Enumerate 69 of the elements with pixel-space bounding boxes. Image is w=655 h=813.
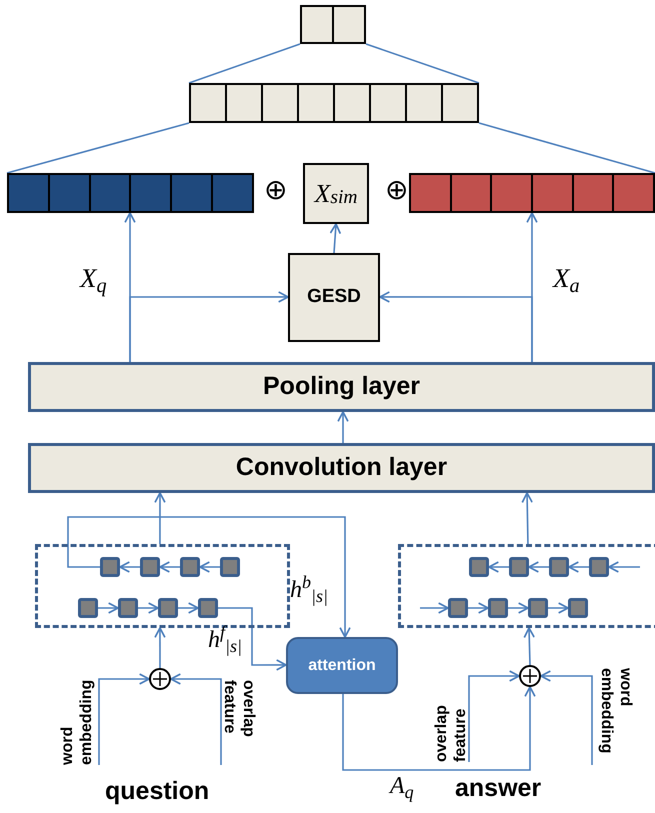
lstm-cell (488, 598, 508, 618)
answer-vector (409, 173, 655, 213)
plus-symbol: ⊕ (385, 176, 408, 204)
arrow (170, 673, 222, 765)
arrow (468, 670, 520, 762)
arrow (337, 411, 349, 443)
lstm-cell (220, 557, 240, 577)
arrow (342, 686, 536, 771)
input-label: word embedding (592, 668, 635, 765)
lstm-cell (118, 598, 138, 618)
math-label: X$_{a}$ (553, 262, 580, 298)
convolution-layer: Convolution layer (28, 443, 655, 493)
arrow (154, 627, 166, 668)
connector-line (478, 122, 655, 174)
arrow (330, 223, 342, 254)
question-vector (7, 173, 254, 213)
connector-line (6, 122, 190, 174)
lstm-cell (448, 598, 468, 618)
arrow (379, 291, 533, 362)
arrow (548, 602, 569, 614)
arrow (129, 291, 289, 362)
lstm-cell (140, 557, 160, 577)
lstm-cell (528, 598, 548, 618)
arrow (199, 561, 220, 573)
connector-line (188, 43, 300, 84)
arrow (468, 602, 489, 614)
arrow (98, 673, 150, 765)
plus-symbol: ⊕ (264, 176, 287, 204)
math-label: X$_{q}$ (80, 262, 107, 298)
lstm-cell (180, 557, 200, 577)
lstm-cell (549, 557, 569, 577)
lstm-cell (158, 598, 178, 618)
lstm-cell (568, 598, 588, 618)
arrow (528, 561, 549, 573)
lstm-cell (509, 557, 529, 577)
lstm-cell (198, 598, 218, 618)
arrow (154, 492, 166, 544)
arrow (523, 627, 536, 666)
arrow (420, 602, 449, 614)
similarity-box: X$_{sim}$ (303, 163, 369, 224)
hidden-vector (189, 83, 479, 123)
input-title: question (105, 776, 210, 807)
input-label: word embedding (58, 668, 99, 765)
arrow (119, 561, 140, 573)
input-title: answer (455, 773, 542, 804)
arrow (138, 602, 159, 614)
arrow (67, 516, 351, 638)
arrow (568, 561, 589, 573)
connector-line (366, 43, 480, 84)
pooling-layer: Pooling layer (28, 362, 655, 412)
arrow (488, 561, 509, 573)
input-label: overlap feature (428, 668, 469, 762)
lstm-cell (100, 557, 120, 577)
gesd-box: GESD (288, 253, 380, 342)
lstm-cell (469, 557, 489, 577)
bilstm-group (398, 544, 655, 628)
lstm-cell (589, 557, 609, 577)
arrow (159, 561, 180, 573)
arrow (540, 670, 593, 765)
arrow (608, 561, 640, 573)
arrow (521, 492, 534, 544)
arrow (178, 602, 199, 614)
arrow (98, 602, 119, 614)
arrow (508, 602, 529, 614)
input-label: overlap feature (221, 680, 262, 765)
arrow (218, 607, 287, 671)
lstm-cell (78, 598, 98, 618)
output-vector (300, 5, 366, 44)
attention-box: attention (286, 637, 398, 694)
